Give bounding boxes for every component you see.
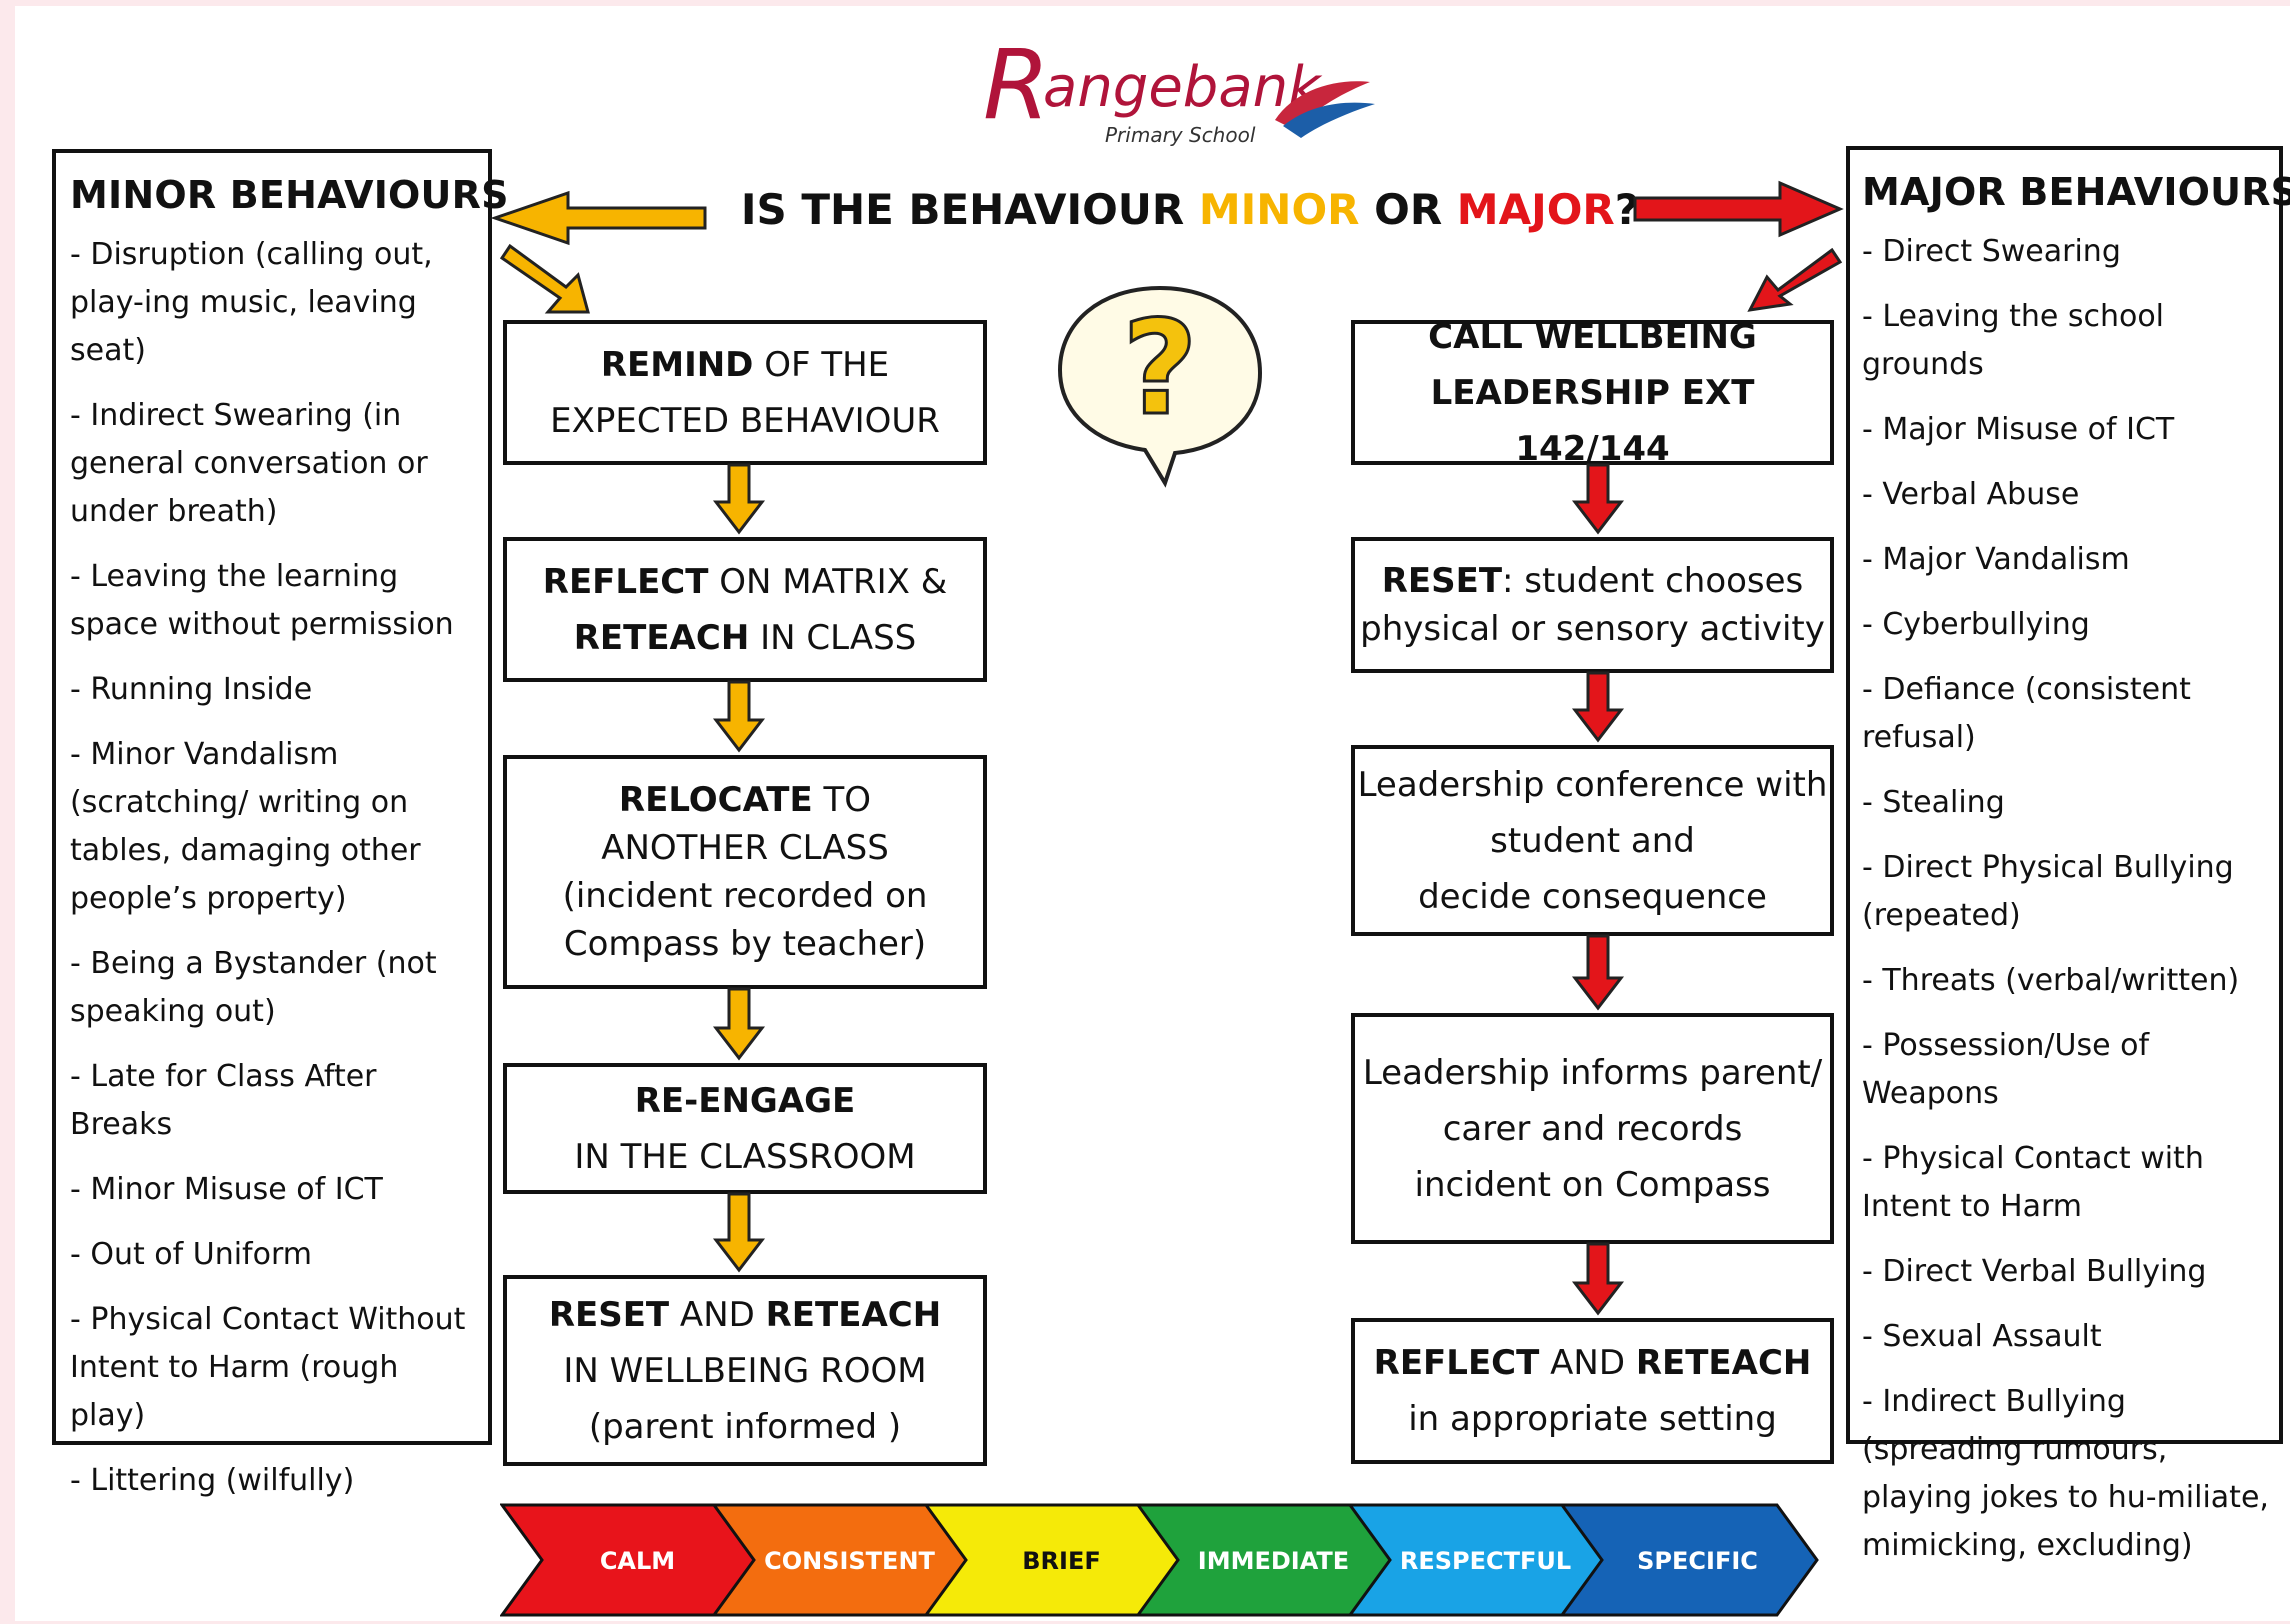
principle-label-calm: CALM bbox=[600, 1547, 675, 1575]
minor-item: - Indirect Swearing (in general conversa… bbox=[70, 398, 428, 529]
minor-step-reengage: RE-ENGAGE IN THE CLASSROOM bbox=[503, 1063, 987, 1194]
minor-step-relocate: RELOCATE TO ANOTHER CLASS (incident reco… bbox=[503, 755, 987, 989]
logo-subtitle: Primary School bbox=[1105, 123, 1256, 147]
school-logo: R angebank Primary School bbox=[965, 29, 1385, 160]
major-down-arrow-2 bbox=[1571, 671, 1625, 743]
minor-down-arrow-2 bbox=[712, 680, 766, 753]
major-down-arrow-3 bbox=[1571, 934, 1625, 1011]
major-item: - Verbal Abuse bbox=[1862, 477, 2080, 512]
major-item: - Major Vandalism bbox=[1862, 542, 2130, 577]
principle-label-brief: BRIEF bbox=[1022, 1547, 1101, 1575]
major-item: - Sexual Assault bbox=[1862, 1319, 2102, 1354]
major-item: - Possession/Use of Weapons bbox=[1862, 1028, 2150, 1111]
principle-label-immediate: IMMEDIATE bbox=[1198, 1547, 1349, 1575]
minor-item: - Running Inside bbox=[70, 672, 313, 707]
major-step-informs-parent: Leadership informs parent/ carer and rec… bbox=[1351, 1013, 1834, 1244]
major-item: - Stealing bbox=[1862, 785, 2005, 820]
principles-chevrons: CALM CONSISTENT BRIEF IMMEDIATE RESPECTFUL SP… bbox=[499, 1503, 1819, 1617]
major-behaviours-list: - Direct Swearing - Leaving the school gr… bbox=[1862, 228, 2271, 1570]
minor-item: - Littering (wilfully) bbox=[70, 1463, 355, 1498]
minor-step-reset: RESET AND RETEACH IN WELLBEING ROOM (par… bbox=[503, 1275, 987, 1466]
major-step-call-wellbeing: CALL WELLBEING LEADERSHIP EXT 142/144 bbox=[1351, 317, 1834, 469]
minor-step-remind: REMIND OF THE EXPECTED BEHAVIOUR bbox=[503, 320, 987, 465]
principle-label-specific: SPECIFIC bbox=[1637, 1547, 1758, 1575]
minor-item: - Minor Vandalism (scratching/ writing o… bbox=[70, 737, 421, 916]
minor-behaviours-title: MINOR BEHAVIOURS bbox=[70, 173, 509, 217]
major-item: - Defiance (consistent refusal) bbox=[1862, 672, 2191, 755]
minor-item: - Leaving the learning space without per… bbox=[70, 559, 454, 642]
logo-initial: R bbox=[983, 30, 1050, 141]
minor-step-reflect: REFLECT ON MATRIX & RETEACH IN CLASS bbox=[503, 537, 987, 682]
minor-down-arrow-3 bbox=[712, 987, 766, 1061]
minor-item: - Disruption (calling out, play-ing musi… bbox=[70, 237, 433, 368]
major-step-reset: RESET: student chooses physical or senso… bbox=[1351, 537, 1834, 673]
major-item: - Indirect Bullying (spreading rumours, … bbox=[1862, 1384, 2269, 1563]
minor-item: - Out of Uniform bbox=[70, 1237, 312, 1272]
question-mark-icon: ? bbox=[1045, 278, 1275, 488]
minor-diagonal-arrow bbox=[499, 243, 590, 314]
logo-name: angebank bbox=[1043, 55, 1323, 120]
major-item: - Threats (verbal/written) bbox=[1862, 963, 2240, 998]
principle-label-consistent: CONSISTENT bbox=[764, 1547, 935, 1575]
principle-label-respectful: RESPECTFUL bbox=[1400, 1547, 1571, 1575]
major-item: - Direct Physical Bullying (repeated) bbox=[1862, 850, 2234, 933]
major-down-arrow-1 bbox=[1571, 463, 1625, 535]
minor-item: - Minor Misuse of ICT bbox=[70, 1172, 383, 1207]
major-item: - Cyberbullying bbox=[1862, 607, 2090, 642]
logo-feather-blue bbox=[1283, 102, 1375, 138]
major-item: - Direct Swearing bbox=[1862, 234, 2121, 269]
minor-down-arrow-4 bbox=[712, 1192, 766, 1273]
principle-chevron-specific bbox=[1559, 1503, 1819, 1617]
major-step-conference: Leadership conference with student and d… bbox=[1351, 745, 1834, 936]
major-pointer-arrow bbox=[1633, 180, 1844, 238]
minor-behaviours-panel: MINOR BEHAVIOURS - Disruption (calling o… bbox=[52, 149, 509, 1498]
major-item: - Major Misuse of ICT bbox=[1862, 412, 2175, 447]
major-down-arrow-4 bbox=[1571, 1242, 1625, 1316]
behaviour-question: IS THE BEHAVIOUR MINOR OR MAJOR? bbox=[740, 185, 1640, 234]
minor-down-arrow-1 bbox=[712, 463, 766, 535]
major-item: - Direct Verbal Bullying bbox=[1862, 1254, 2207, 1289]
minor-item: - Late for Class After Breaks bbox=[70, 1059, 377, 1142]
major-step-reflect-reteach: REFLECT AND RETEACH in appropriate setti… bbox=[1351, 1318, 1834, 1464]
major-behaviours-title: MAJOR BEHAVIOURS bbox=[1862, 170, 2290, 214]
major-behaviours-panel: MAJOR BEHAVIOURS - Direct Swearing - Leav… bbox=[1846, 146, 2290, 1563]
principles-strip: CALM CONSISTENT BRIEF IMMEDIATE RESPECTFUL SP… bbox=[499, 1500, 1840, 1624]
minor-item: - Physical Contact Without Intent to Har… bbox=[70, 1302, 466, 1433]
minor-item: - Being a Bystander (not speaking out) bbox=[70, 946, 437, 1029]
minor-behaviours-list: - Disruption (calling out, play-ing musi… bbox=[70, 231, 478, 1505]
major-item: - Physical Contact with Intent to Harm bbox=[1862, 1141, 2204, 1224]
major-diagonal-arrow bbox=[1747, 247, 1843, 312]
svg-text:?: ? bbox=[1122, 292, 1197, 444]
minor-pointer-arrow bbox=[490, 190, 707, 246]
major-item: - Leaving the school grounds bbox=[1862, 299, 2165, 382]
